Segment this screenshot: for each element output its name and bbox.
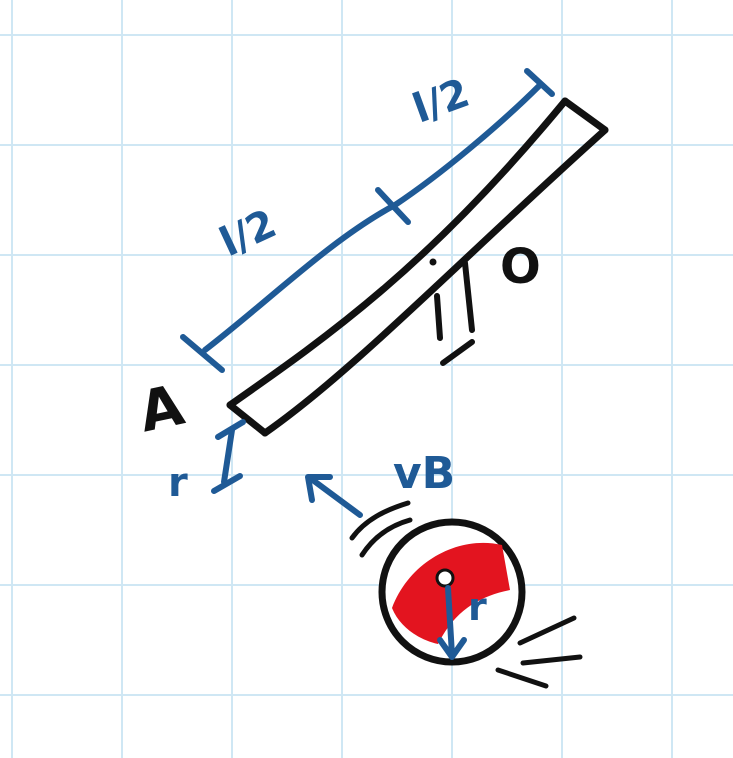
rod-end-b	[561, 97, 609, 134]
offset-marker	[211, 419, 246, 494]
dimension-tick-end	[524, 68, 555, 97]
ball: r	[378, 518, 526, 666]
radius-head	[437, 637, 467, 660]
motion-line-1	[349, 500, 411, 541]
pivot-leg-1	[462, 260, 475, 333]
pivot-support	[429, 258, 475, 366]
radius-shaft	[445, 585, 455, 658]
rod	[226, 97, 609, 437]
motion-line-5	[495, 667, 549, 689]
ball-radius-label: r	[468, 585, 487, 629]
dimension-tick-a	[180, 334, 225, 373]
velocity-head	[305, 474, 333, 503]
offset-bar	[221, 427, 235, 485]
motion-line-4	[520, 654, 583, 666]
pivot-label: O	[500, 239, 541, 295]
rod-end-a	[226, 401, 269, 437]
velocity-shaft	[307, 475, 363, 518]
pivot-point	[429, 258, 437, 266]
velocity-label: vB	[393, 448, 455, 499]
length-dimension	[180, 68, 555, 373]
motion-line-3	[517, 615, 577, 646]
pivot-ground	[440, 339, 475, 366]
motion-lines	[349, 500, 583, 689]
ball-center-marker	[435, 568, 455, 588]
rod-bottom-edge	[261, 126, 609, 437]
pivot-leg-2	[434, 293, 443, 341]
rod-top-edge	[226, 97, 569, 409]
dimension-tick-mid	[375, 187, 411, 225]
offset-tick-top	[215, 419, 246, 440]
offset-r-label: r	[168, 460, 188, 506]
radius-arrow-icon	[437, 585, 467, 660]
motion-line-2	[359, 517, 413, 558]
offset-tick-bottom	[211, 473, 243, 494]
velocity-arrow-icon	[305, 474, 363, 518]
